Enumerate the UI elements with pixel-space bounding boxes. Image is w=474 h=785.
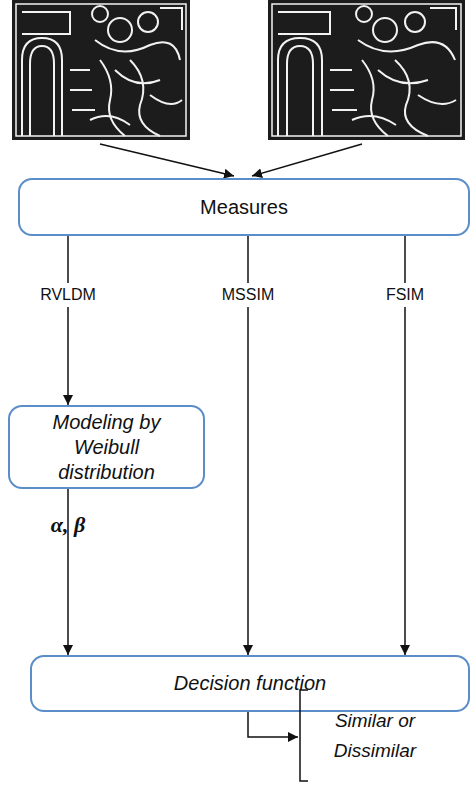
input-arrow — [252, 144, 362, 176]
flow-arrow — [67, 236, 69, 405]
decision-box: Decision function — [30, 655, 470, 712]
output-bracket: Similar or Dissimilar — [298, 688, 438, 783]
process-box: Modeling by Weibull distribution — [8, 405, 205, 489]
edge-label: RVLDM — [37, 283, 99, 307]
engraving-image — [268, 0, 465, 140]
edge-label: FSIM — [383, 283, 427, 307]
process-box: Measures — [18, 178, 470, 236]
node-text: Modeling by Weibull distribution — [10, 410, 203, 485]
flow-arrow — [248, 712, 298, 737]
bracket-outline — [298, 688, 438, 783]
engraving-image — [12, 0, 190, 140]
input-arrow — [100, 144, 234, 176]
node-text: Decision function — [152, 671, 348, 696]
edge-label: α, β — [48, 513, 88, 537]
node-text: Measures — [178, 195, 310, 220]
node-text: Similar or Dissimilar — [320, 706, 416, 766]
edge-label: MSSIM — [219, 283, 277, 307]
